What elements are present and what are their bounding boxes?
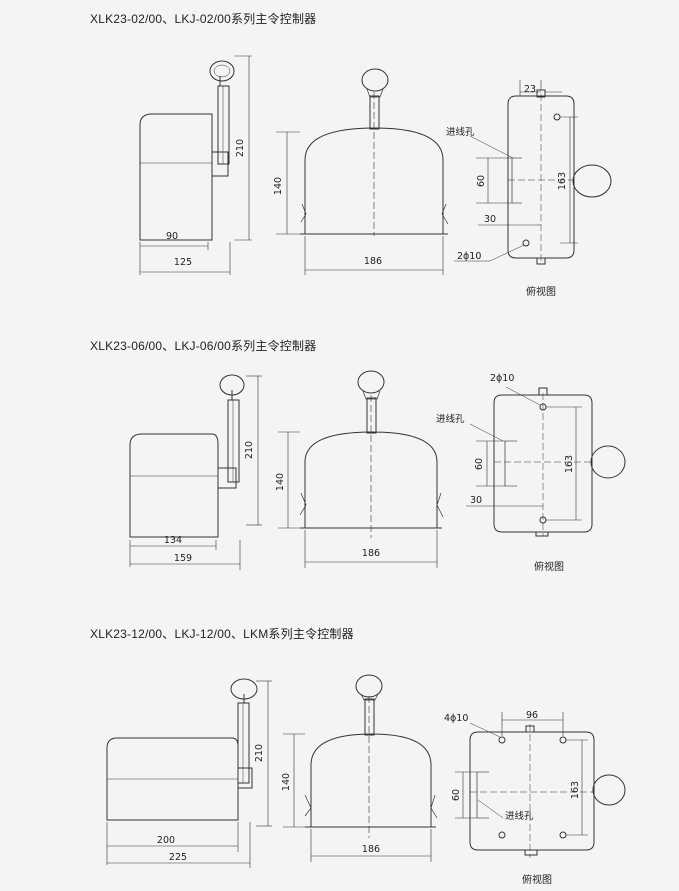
top-view-2 xyxy=(466,386,626,537)
dim-front-2-width: 186 xyxy=(362,548,380,559)
dim-front-1-height: 140 xyxy=(273,177,284,195)
top-1-caption: 俯视图 xyxy=(526,285,556,298)
section-2-title: XLK23-06/00、LKJ-06/00系列主令控制器 xyxy=(90,339,317,353)
dim-front-2-height: 140 xyxy=(275,473,286,491)
dim-front-1-width: 186 xyxy=(364,256,382,267)
dim-side-3-outer: 225 xyxy=(169,852,187,863)
dim-top-1-top: 23 xyxy=(524,84,536,95)
dim-top-2-hole: 60 xyxy=(474,458,485,470)
top-1-hole-label: 进线孔 xyxy=(446,126,475,138)
dim-top-2-side: 163 xyxy=(564,455,575,473)
dim-side-1-inner: 90 xyxy=(166,231,178,242)
dim-top-1-hole: 60 xyxy=(476,175,487,187)
dim-side-3-height: 210 xyxy=(254,744,265,762)
dim-top-2-mount: 2ϕ10 xyxy=(490,373,514,384)
dim-side-3-inner: 200 xyxy=(157,835,175,846)
dim-top-3-top: 96 xyxy=(526,710,538,721)
dim-top-1-offset: 30 xyxy=(484,214,496,225)
side-view-3 xyxy=(106,678,272,868)
dim-top-1-side: 163 xyxy=(557,172,568,190)
front-view-1 xyxy=(276,68,449,275)
dim-side-1-outer: 125 xyxy=(174,257,192,268)
front-view-3 xyxy=(283,674,438,862)
top-3-caption: 俯视图 xyxy=(522,873,552,886)
dim-top-1-mount: 2ϕ10 xyxy=(457,251,481,262)
dim-side-2-height: 210 xyxy=(244,441,255,459)
dim-front-3-width: 186 xyxy=(362,844,380,855)
front-view-2 xyxy=(278,370,444,568)
dim-side-2-inner: 134 xyxy=(164,535,182,546)
dim-top-2-offset: 30 xyxy=(470,495,482,506)
top-view-1 xyxy=(454,80,612,265)
section-1-title: XLK23-02/00、LKJ-02/00系列主令控制器 xyxy=(90,12,317,26)
dim-side-2-outer: 159 xyxy=(174,553,192,564)
side-view-1 xyxy=(139,55,252,275)
top-2-caption: 俯视图 xyxy=(534,560,564,573)
top-view-3 xyxy=(455,712,626,858)
side-view-2 xyxy=(129,374,262,570)
top-2-hole-label: 进线孔 xyxy=(436,413,465,425)
section-3-title: XLK23-12/00、LKJ-12/00、LKM系列主令控制器 xyxy=(90,627,354,641)
dim-top-3-side: 163 xyxy=(570,781,581,799)
dim-front-3-height: 140 xyxy=(281,773,292,791)
dim-top-3-mount: 4ϕ10 xyxy=(444,713,468,724)
top-3-hole-label: 进线孔 xyxy=(505,810,534,822)
dim-side-1-height: 210 xyxy=(235,139,246,157)
dim-top-3-hole: 60 xyxy=(451,789,462,801)
